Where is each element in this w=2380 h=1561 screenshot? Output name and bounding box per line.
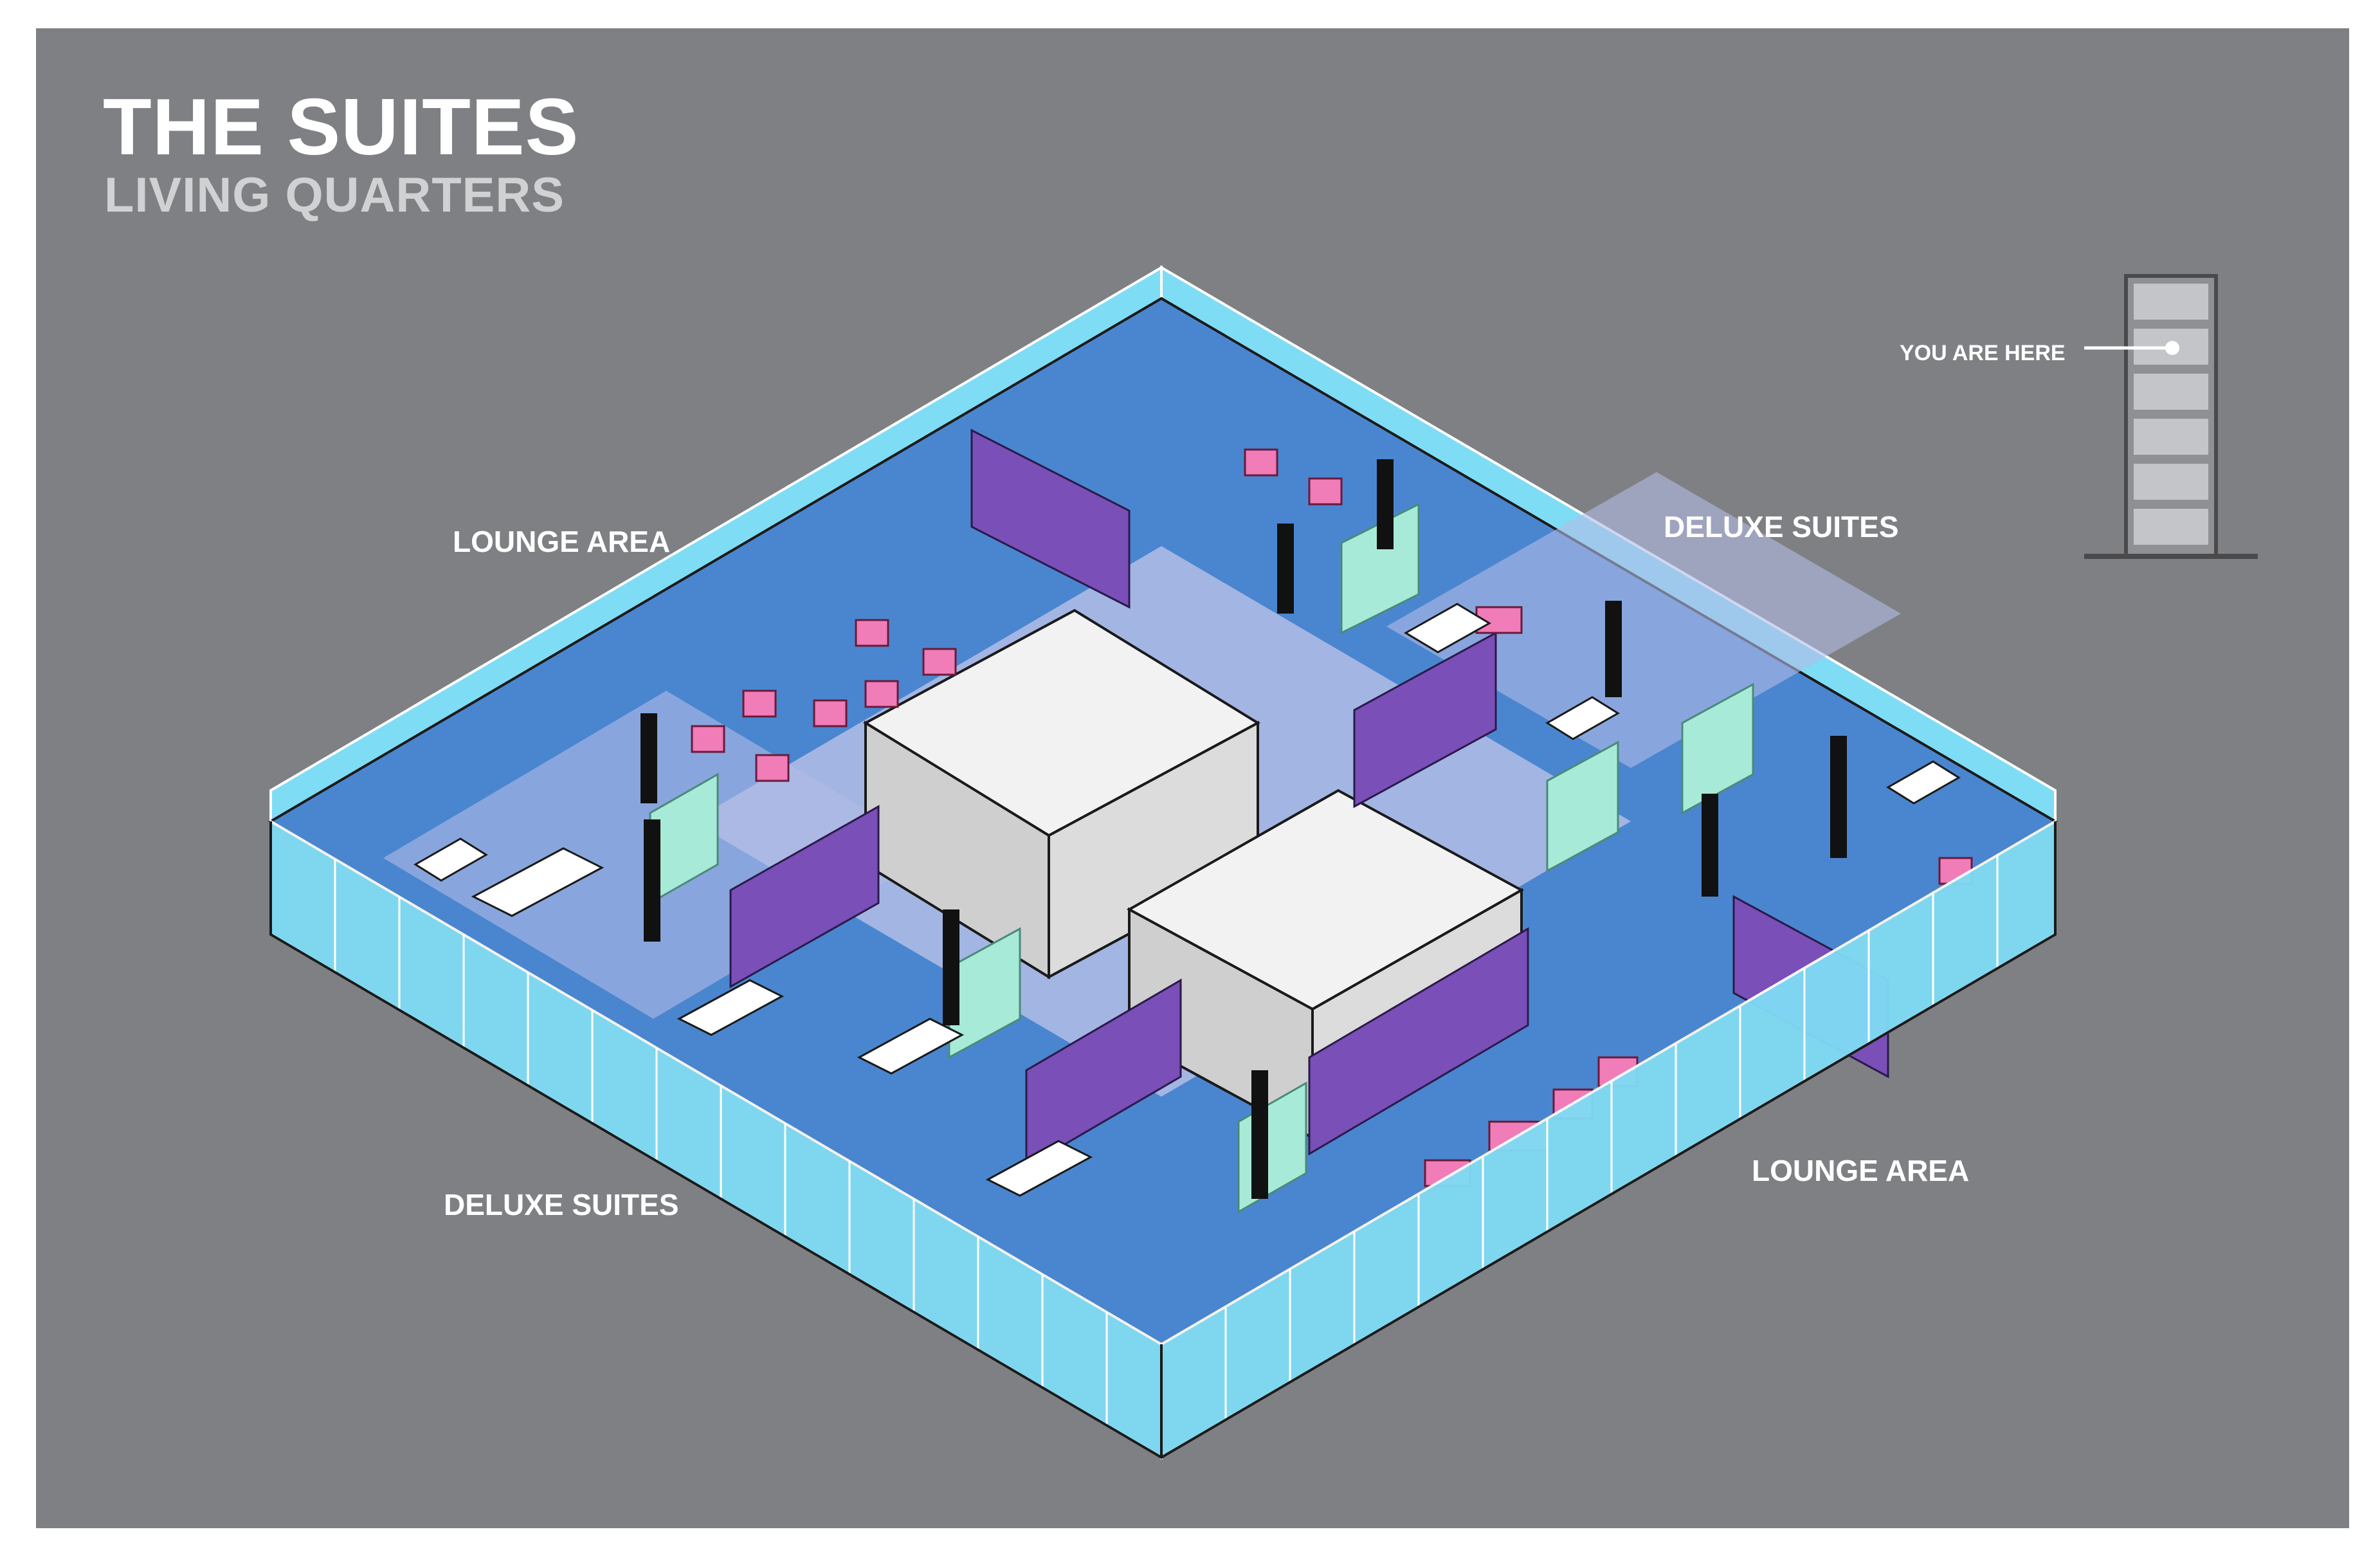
label-deluxe-suites-sw: DELUXE SUITES <box>444 1188 679 1221</box>
desks <box>413 603 1961 1197</box>
you-are-here-label: YOU ARE HERE <box>1900 341 2066 365</box>
floor-5 <box>2134 464 2208 500</box>
core-block-a <box>862 608 1261 980</box>
floor-3 <box>2134 374 2208 410</box>
floor-6 <box>2134 509 2208 545</box>
floor-1 <box>2134 284 2208 320</box>
page-subtitle: LIVING QUARTERS <box>104 168 565 223</box>
floor-zone-ne <box>1386 472 1901 768</box>
label-lounge-area-se: LOUNGE AREA <box>1752 1154 1970 1187</box>
floor-4 <box>2134 419 2208 455</box>
floor-indicator <box>2084 274 2258 559</box>
black-panels <box>640 459 1847 1199</box>
isometric-floor-plan <box>268 265 2258 1460</box>
label-lounge-area-nw: LOUNGE AREA <box>453 525 671 558</box>
page-title: THE SUITES <box>103 83 579 172</box>
label-deluxe-suites-ne: DELUXE SUITES <box>1664 510 1899 543</box>
glass-wall-front <box>269 819 2057 1460</box>
map-canvas: THE SUITES LIVING QUARTERS LOUNGE AREA D… <box>36 28 2349 1528</box>
you-are-here-dot <box>2165 341 2179 355</box>
